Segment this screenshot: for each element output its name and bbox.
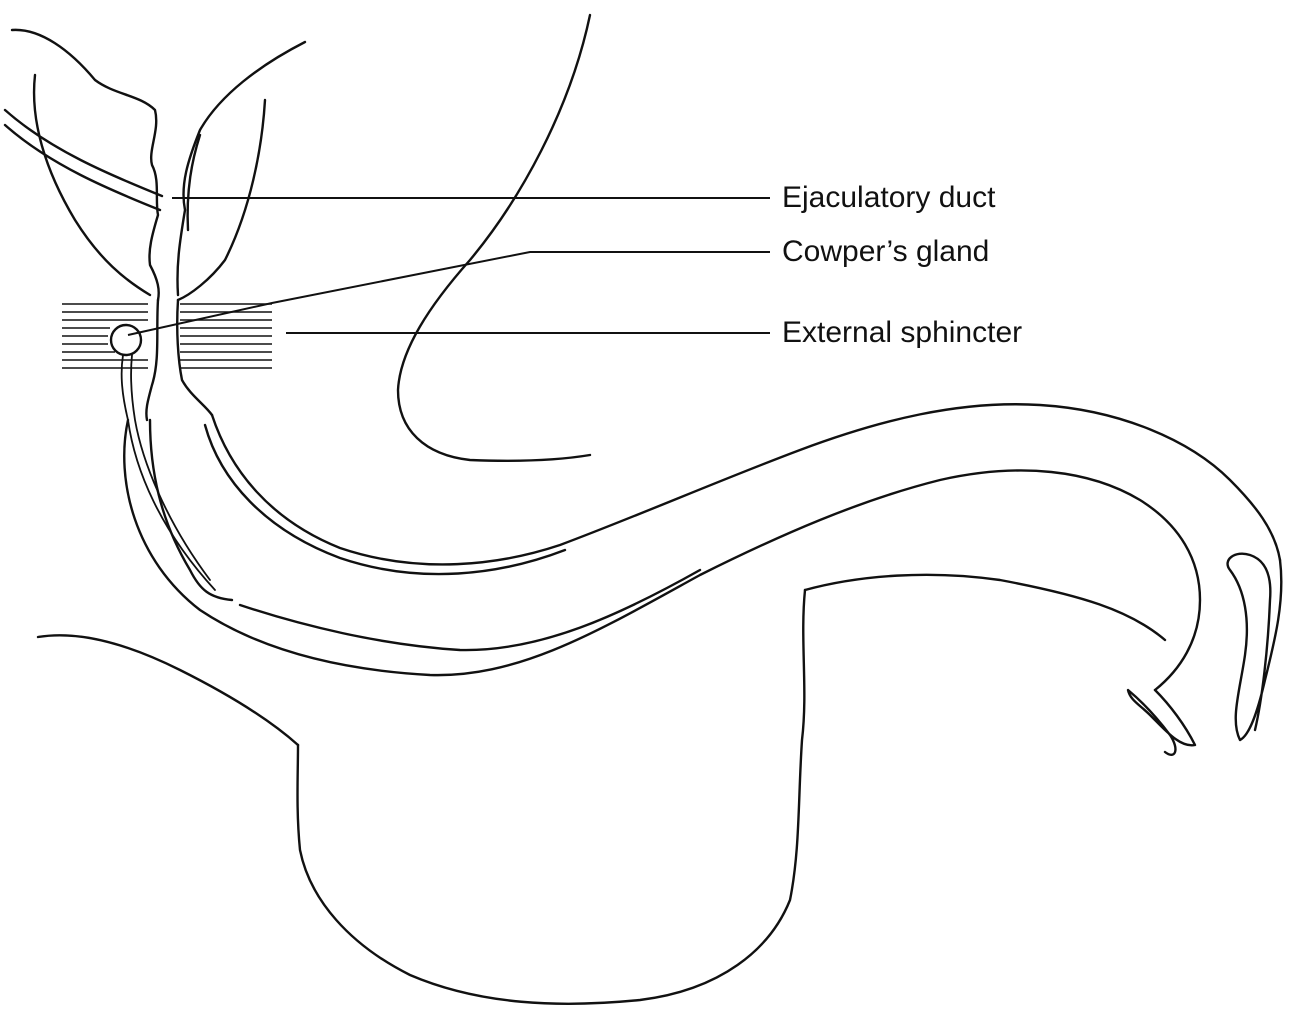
scrotum-top <box>803 573 1167 642</box>
prostate-right-lobe <box>176 40 307 297</box>
urethra-lumen-lower <box>148 418 234 602</box>
label-ejaculatory-duct: Ejaculatory duct <box>782 181 996 214</box>
label-cowpers-gland: Cowper’s gland <box>782 235 990 268</box>
cowpers-gland-duct-inner <box>130 354 211 581</box>
external-sphincter-hatch <box>62 303 272 369</box>
shaft-upper-inner <box>203 423 567 576</box>
cowpers-gland-circle <box>109 323 143 357</box>
prostate-outer-left <box>32 73 152 297</box>
vas-deferens-lower <box>3 123 162 212</box>
vas-deferens-upper <box>3 108 164 198</box>
urethra-lumen-upper <box>238 568 702 652</box>
shaft-upper-outline <box>210 403 1282 566</box>
glans-outer <box>1226 552 1283 742</box>
urethra-wall-left <box>145 298 160 422</box>
shaft-lower-outline <box>123 418 1202 692</box>
scrotum-outline <box>296 588 807 1005</box>
prostate-right-inner <box>176 98 267 302</box>
bladder-outline-left <box>10 28 160 302</box>
label-external-sphincter: External sphincter <box>782 316 1023 349</box>
abdominal-wall <box>396 13 592 462</box>
leader-cowpers-gland <box>127 251 770 336</box>
perineum-line <box>36 634 300 747</box>
cowpers-gland-duct <box>120 354 216 591</box>
prostate-inner-left <box>186 133 202 232</box>
glans-meatus <box>1126 688 1197 756</box>
